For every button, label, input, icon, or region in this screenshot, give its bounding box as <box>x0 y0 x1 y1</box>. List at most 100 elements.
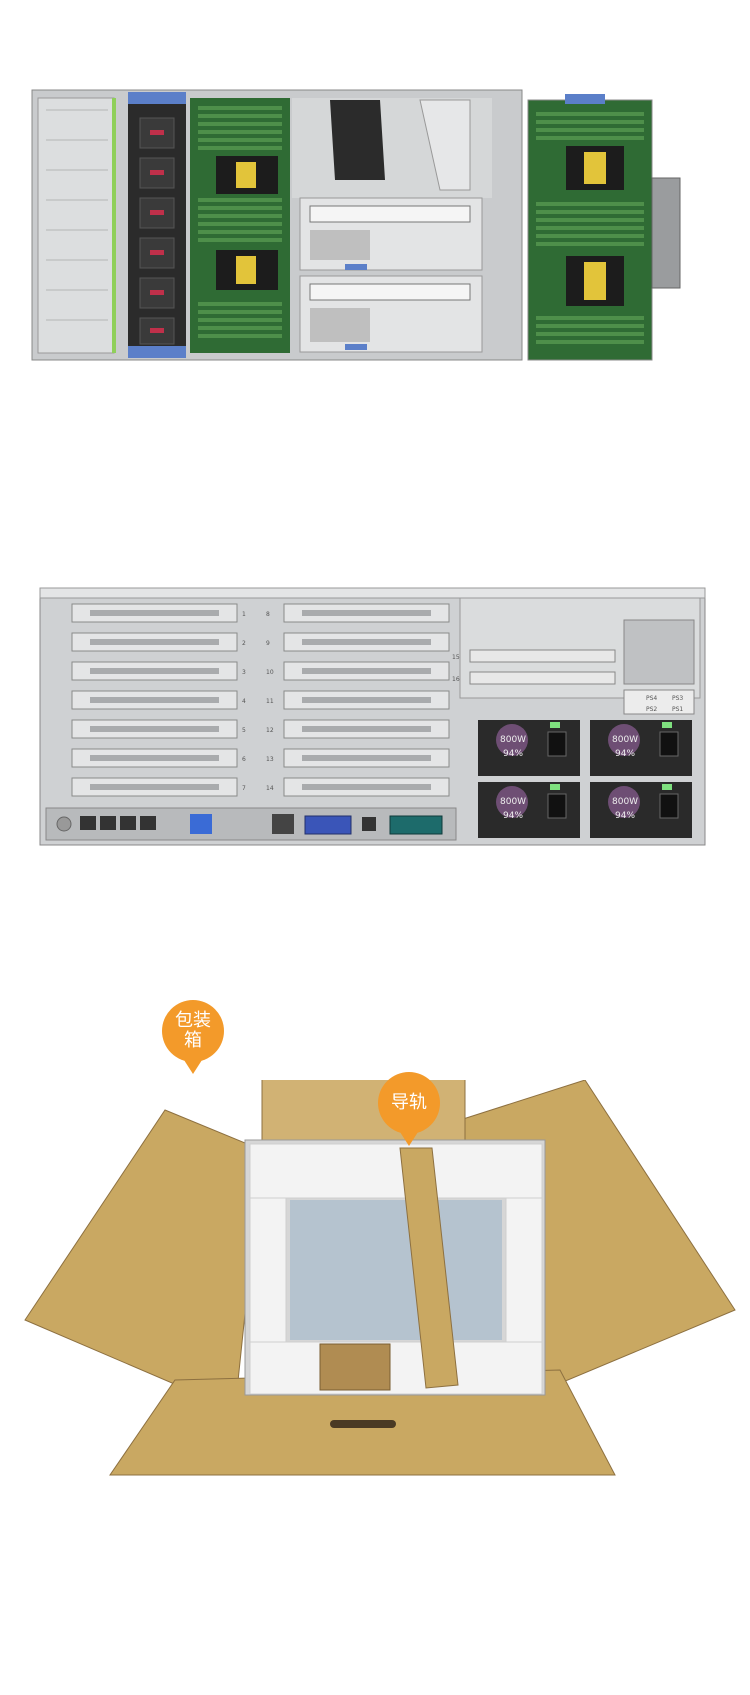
pcie-slot-vent-12 <box>302 726 431 732</box>
callout-rail: 导轨 <box>378 1072 440 1146</box>
slot-number-8: 8 <box>266 611 270 618</box>
psu-4-wattage: 800W <box>612 797 638 807</box>
callout-box-line-2: 箱 <box>184 1030 202 1051</box>
psu-3-wattage: 800W <box>500 797 526 807</box>
psu-bay-label-ps3: PS3 <box>672 695 683 702</box>
uid-button[interactable] <box>56 816 72 832</box>
psu-1-efficiency: 94% <box>503 749 523 759</box>
psu-4[interactable]: 800W 94% <box>590 782 692 838</box>
expansion-cpu-socket-1 <box>566 146 624 190</box>
slot-number-9: 9 <box>266 640 270 647</box>
slot-number-12: 12 <box>266 727 274 734</box>
callout-box: 包装 箱 <box>162 1000 224 1074</box>
riser-1-label <box>309 205 471 223</box>
green-led-strip <box>112 98 116 353</box>
slot-number-15: 15 <box>452 654 460 661</box>
ilo-port[interactable] <box>362 817 376 831</box>
pcie-slot-vent-4 <box>90 697 219 703</box>
psu-3-efficiency: 94% <box>503 811 523 821</box>
usb-ports-black[interactable] <box>272 814 294 834</box>
psu-2-wattage: 800W <box>612 735 638 745</box>
slot-number-3: 3 <box>242 669 246 676</box>
psu-3[interactable]: 800W 94% <box>478 782 580 838</box>
psu-2-efficiency: 94% <box>615 749 635 759</box>
fan-wall-latch-bottom <box>128 346 186 358</box>
vga-port[interactable] <box>304 815 352 835</box>
pcie-slot-vent-5 <box>90 726 219 732</box>
riser-2-label <box>309 283 471 301</box>
box-handle-bottom <box>330 1420 396 1428</box>
riser-2-latch <box>345 344 367 350</box>
serial-port[interactable] <box>389 815 443 835</box>
psu-bay-labels: PS4 PS3 PS2 PS1 <box>623 689 695 715</box>
server-top-view-image <box>0 70 750 390</box>
rear-top-lip <box>39 587 706 599</box>
psu-2[interactable]: 800W 94% <box>590 720 692 776</box>
slot-number-14: 14 <box>266 785 274 792</box>
slot-number-16: 16 <box>452 676 460 683</box>
slot-number-5: 5 <box>242 727 246 734</box>
psu-4-efficiency: 94% <box>615 811 635 821</box>
psu-bay-label-ps2: PS2 <box>646 706 657 713</box>
shroud-duct <box>330 100 385 180</box>
fan-wall-latch-top <box>128 92 186 104</box>
psu-1[interactable]: 800W 94% <box>478 720 580 776</box>
riser-1-latch <box>345 264 367 270</box>
pcie-slot-15[interactable] <box>469 649 616 663</box>
network-ports[interactable] <box>80 816 156 830</box>
drive-cage-vents <box>46 109 108 321</box>
slot-number-2: 2 <box>242 640 246 647</box>
accessory-box <box>319 1343 391 1391</box>
pcie-slot-vent-8 <box>302 610 431 616</box>
pcie-slot-vent-13 <box>302 755 431 761</box>
slot-numbers-right: 8 9 10 11 12 13 14 <box>266 611 274 792</box>
slot-number-11: 11 <box>266 698 274 705</box>
packaging-image: 包装 箱 导轨 <box>0 1000 750 1560</box>
pcie-slot-bank-right <box>283 603 450 797</box>
foam-inserts <box>249 1143 543 1395</box>
drive-cage <box>37 97 115 354</box>
slot-number-13: 13 <box>266 756 274 763</box>
psu-1-wattage: 800W <box>500 735 526 745</box>
slot-numbers-left: 1 2 3 4 5 6 7 <box>242 611 246 792</box>
pcie-slot-vent-9 <box>302 639 431 645</box>
riser-2-card <box>310 308 370 342</box>
expansion-board-latch <box>565 94 605 104</box>
shroud-panel <box>419 99 471 191</box>
pcie-slot-vent-7 <box>90 784 219 790</box>
slot-number-7: 7 <box>242 785 246 792</box>
cpu-socket-1 <box>216 156 278 194</box>
expansion-cpu-socket-2 <box>566 256 624 306</box>
pcie-slot-vent-1 <box>90 610 219 616</box>
slot-number-4: 4 <box>242 698 246 705</box>
cpu-socket-2 <box>216 250 278 290</box>
expansion-board-connector <box>651 177 681 289</box>
pcie-slot-16[interactable] <box>469 671 616 685</box>
slot-number-1: 1 <box>242 611 246 618</box>
server-in-bag <box>290 1200 502 1340</box>
pcie-slot-bank-left <box>71 603 238 797</box>
pcie-slot-vent-14 <box>302 784 431 790</box>
packaging-drawing <box>24 1080 736 1476</box>
pcie-slot-vent-3 <box>90 668 219 674</box>
expansion-dimm-slots <box>536 112 644 344</box>
rail-box <box>399 1147 459 1389</box>
pcie-slot-vent-6 <box>90 755 219 761</box>
box-flap-left <box>24 1109 263 1411</box>
slot-number-6: 6 <box>242 756 246 763</box>
psu-bay-label-ps4: PS4 <box>646 695 657 702</box>
usb-ports-blue[interactable] <box>190 814 212 834</box>
slot-number-10: 10 <box>266 669 274 676</box>
server-top-view-drawing <box>31 89 681 361</box>
psu-bay-label-ps1: PS1 <box>672 706 683 713</box>
callout-box-line-1: 包装 <box>175 1010 211 1031</box>
pcie-slot-vent-2 <box>90 639 219 645</box>
riser-1-card <box>310 230 370 260</box>
pcie-slot-vent-10 <box>302 668 431 674</box>
dimm-slots-left <box>198 106 282 338</box>
fan-modules <box>139 117 175 345</box>
pcie-slot-vent-11 <box>302 697 431 703</box>
vent-grille <box>623 619 695 685</box>
